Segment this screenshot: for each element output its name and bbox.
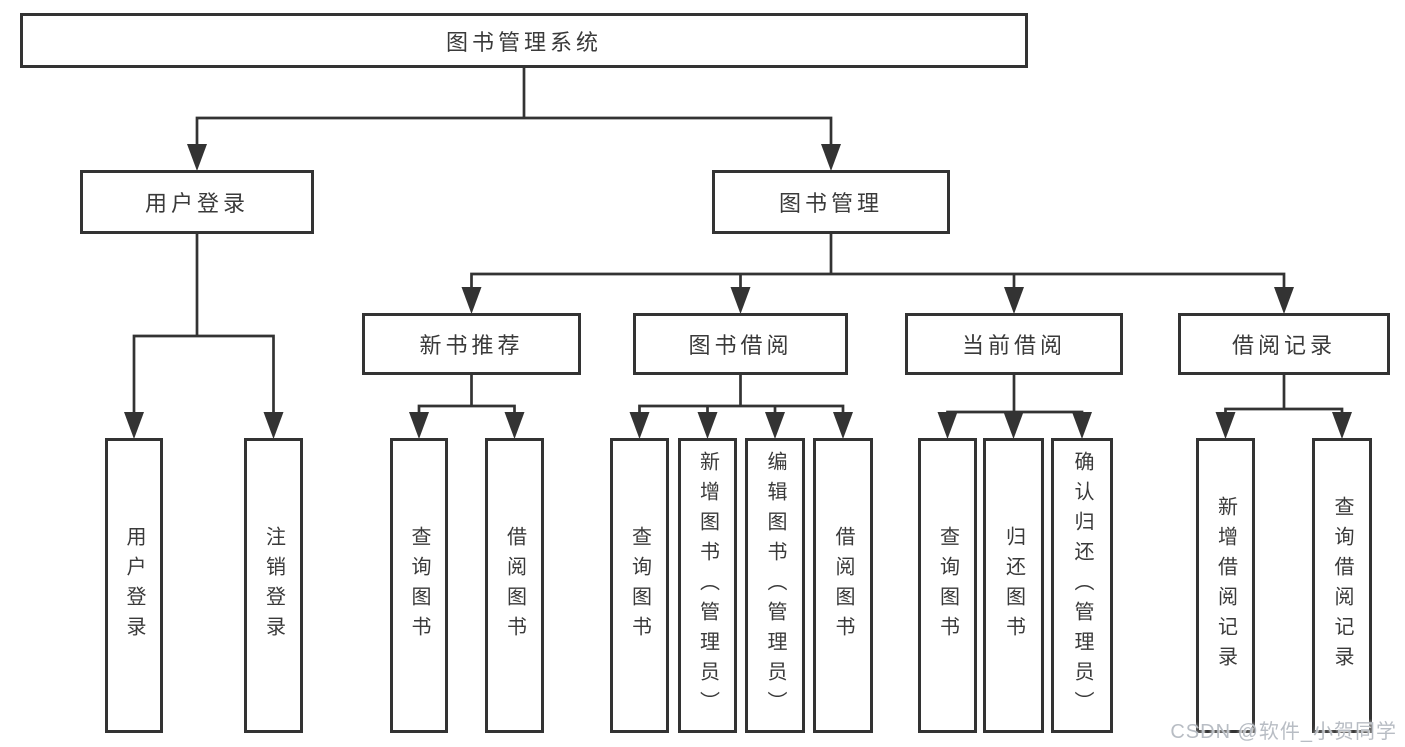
node-label: 查询图书 (628, 525, 651, 646)
node-leaf-borrow-book-2: 借阅图书 (813, 438, 873, 733)
connector-current-borrow (937, 373, 1092, 439)
connector-borrow-record (1215, 373, 1352, 439)
node-label: 借阅记录 (1231, 333, 1336, 358)
node-leaf-return-book: 归还图书 (983, 438, 1044, 733)
arrowhead-icon (1332, 412, 1352, 439)
arrowhead-icon (504, 412, 525, 439)
arrowhead-icon (697, 412, 718, 439)
node-label: 借阅图书 (503, 525, 526, 646)
arrowhead-icon (409, 412, 429, 439)
node-label: 当前借阅 (961, 333, 1066, 358)
node-leaf-borrow-book-1: 借阅图书 (485, 438, 544, 733)
arrowhead-icon (629, 412, 650, 439)
arrowhead-icon (461, 287, 482, 314)
arrowhead-icon (1274, 287, 1294, 314)
arrowhead-icon (821, 144, 841, 171)
node-leaf-query-record: 查询借阅记录 (1312, 438, 1372, 733)
connector-path (132, 232, 275, 420)
arrowhead-icon (124, 412, 144, 439)
connector-path (470, 232, 1286, 295)
node-label: 编辑图书（管理员） (764, 450, 786, 721)
node-leaf-query-book-2: 查询图书 (610, 438, 669, 733)
node-label: 归还图书 (1002, 525, 1025, 646)
node-book-mgmt: 图书管理 (712, 170, 950, 234)
node-label: 借阅图书 (832, 525, 854, 646)
arrowhead-icon (1003, 412, 1024, 439)
node-label: 确认归还（管理员） (1071, 450, 1093, 721)
arrowhead-icon (833, 412, 853, 439)
arrowhead-icon (263, 412, 284, 439)
node-label: 图书管理 (778, 191, 883, 216)
node-leaf-confirm-return: 确认归还（管理员） (1051, 438, 1113, 733)
arrowhead-icon (1004, 287, 1024, 314)
node-leaf-query-book-3: 查询图书 (918, 438, 977, 733)
connector-path (417, 373, 516, 420)
connector-path (1224, 373, 1344, 420)
node-root: 图书管理系统 (20, 13, 1028, 68)
node-current-borrow: 当前借阅 (905, 313, 1123, 375)
node-borrow-record: 借阅记录 (1178, 313, 1390, 375)
connector-user-login (124, 232, 284, 439)
node-label: 注销登录 (262, 525, 285, 646)
node-leaf-query-book-1: 查询图书 (390, 438, 448, 733)
node-label: 用户登录 (123, 525, 145, 646)
node-leaf-edit-book: 编辑图书（管理员） (745, 438, 805, 733)
node-label: 新增借阅记录 (1214, 495, 1237, 676)
watermark: CSDN @软件_小贺同学 (1170, 721, 1397, 743)
connector-book-borrow (629, 373, 853, 439)
connector-new-book-rec (409, 373, 525, 439)
node-label: 新书推荐 (419, 333, 524, 358)
arrowhead-icon (937, 412, 958, 439)
node-label: 图书借阅 (688, 333, 793, 358)
node-label: 查询图书 (408, 525, 430, 646)
node-label: 新增图书（管理员） (696, 450, 719, 721)
arrowhead-icon (765, 412, 785, 439)
arrowhead-icon (187, 144, 207, 171)
connector-root (187, 66, 841, 171)
node-label: 用户登录 (144, 191, 249, 216)
connector-path (946, 373, 1084, 420)
node-leaf-logout: 注销登录 (244, 438, 303, 733)
connector-book-mgmt (461, 232, 1294, 314)
node-label: 图书管理系统 (445, 29, 602, 55)
arrowhead-icon (1072, 412, 1092, 439)
node-leaf-user-login: 用户登录 (105, 438, 163, 733)
node-label: 查询图书 (936, 525, 959, 646)
arrowhead-icon (1215, 412, 1236, 439)
connector-path (638, 373, 845, 420)
connector-path (195, 66, 833, 152)
node-book-borrow: 图书借阅 (633, 313, 848, 375)
node-leaf-add-record: 新增借阅记录 (1196, 438, 1255, 733)
node-new-book-rec: 新书推荐 (362, 313, 581, 375)
node-leaf-add-book: 新增图书（管理员） (678, 438, 737, 733)
node-label: 查询借阅记录 (1331, 495, 1353, 676)
arrowhead-icon (730, 287, 751, 314)
node-user-login: 用户登录 (80, 170, 314, 234)
